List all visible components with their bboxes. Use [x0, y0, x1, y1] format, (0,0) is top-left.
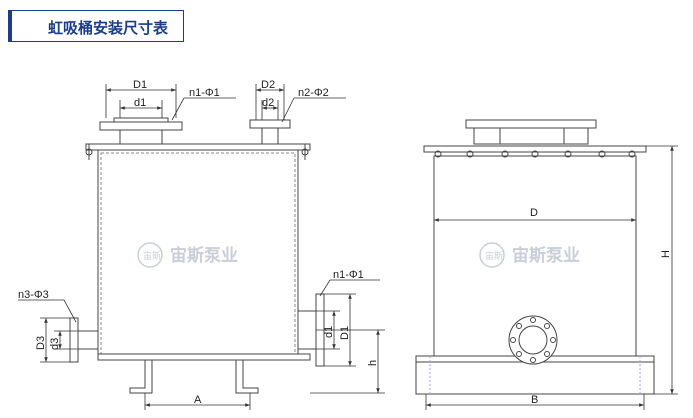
- watermark-side: 宙斯 宙斯泵业: [479, 242, 580, 268]
- label-a: A: [194, 394, 202, 406]
- label-d1-inner: d1: [134, 97, 146, 109]
- front-top-plate: [85, 143, 311, 151]
- label-n2-phi2: n2-Φ2: [298, 87, 329, 99]
- side-top-plate: [423, 145, 647, 153]
- label-d1-right-inner: d1: [323, 326, 335, 338]
- watermark-logo-text-side: 宙斯: [485, 250, 503, 262]
- nozzle-d2-flange: [249, 119, 291, 129]
- watermark-logo-text: 宙斯: [143, 250, 161, 262]
- front-support-left: [129, 360, 153, 394]
- front-bottom-ring: [97, 353, 311, 361]
- label-n1-phi1-right: n1-Φ1: [333, 269, 364, 281]
- label-d2-inner: d2: [262, 97, 274, 109]
- label-d2-outer: D2: [261, 79, 275, 91]
- label-h: h: [367, 360, 379, 366]
- watermark-front: 宙斯 宙斯泵业: [137, 242, 238, 268]
- front-labels: D1 d1 n1-Φ1 D2 d2 n2-Φ2 n3-Φ3 D3 d3 n1-Φ…: [18, 79, 379, 406]
- nozzle-d1-flange-top: [113, 117, 169, 123]
- side-view: [415, 119, 655, 395]
- label-d3-inner: d3: [49, 338, 61, 350]
- label-n3-phi3: n3-Φ3: [18, 289, 49, 301]
- watermark-brand-side: 宙斯泵业: [512, 245, 580, 266]
- side-inlet-flange: [508, 315, 558, 365]
- nozzle-d1-flange: [99, 121, 183, 131]
- side-labels: D H B: [530, 207, 672, 406]
- side-top-flange: [465, 119, 597, 129]
- left-outlet-flange: [69, 317, 79, 363]
- nozzle-d2-pipe: [261, 127, 279, 145]
- side-dimensions: [425, 145, 678, 410]
- title-box: 虹吸桶安装尺寸表: [8, 10, 184, 42]
- label-d1-outer: D1: [133, 79, 147, 91]
- label-n1-phi1-top: n1-Φ1: [189, 87, 220, 99]
- label-d-diameter: D: [530, 207, 538, 219]
- left-outlet-pipe: [77, 330, 99, 350]
- front-dimensions: [18, 84, 385, 410]
- right-inlet-pipe: [297, 310, 317, 350]
- nozzle-d1-pipe: [119, 129, 163, 145]
- watermark-logo-icon-side: [479, 242, 505, 268]
- label-h-height: H: [660, 250, 672, 258]
- label-b-base: B: [531, 394, 538, 406]
- side-inlet-bore: [518, 325, 548, 355]
- side-top-flange-center: [499, 127, 565, 145]
- label-d1-right-outer: D1: [339, 326, 351, 340]
- front-support-right: [235, 360, 259, 394]
- label-d3-outer: D3: [35, 336, 47, 350]
- page-title: 虹吸桶安装尺寸表: [48, 19, 169, 37]
- watermark-brand: 宙斯泵业: [170, 245, 238, 266]
- watermark-logo-icon: [137, 242, 163, 268]
